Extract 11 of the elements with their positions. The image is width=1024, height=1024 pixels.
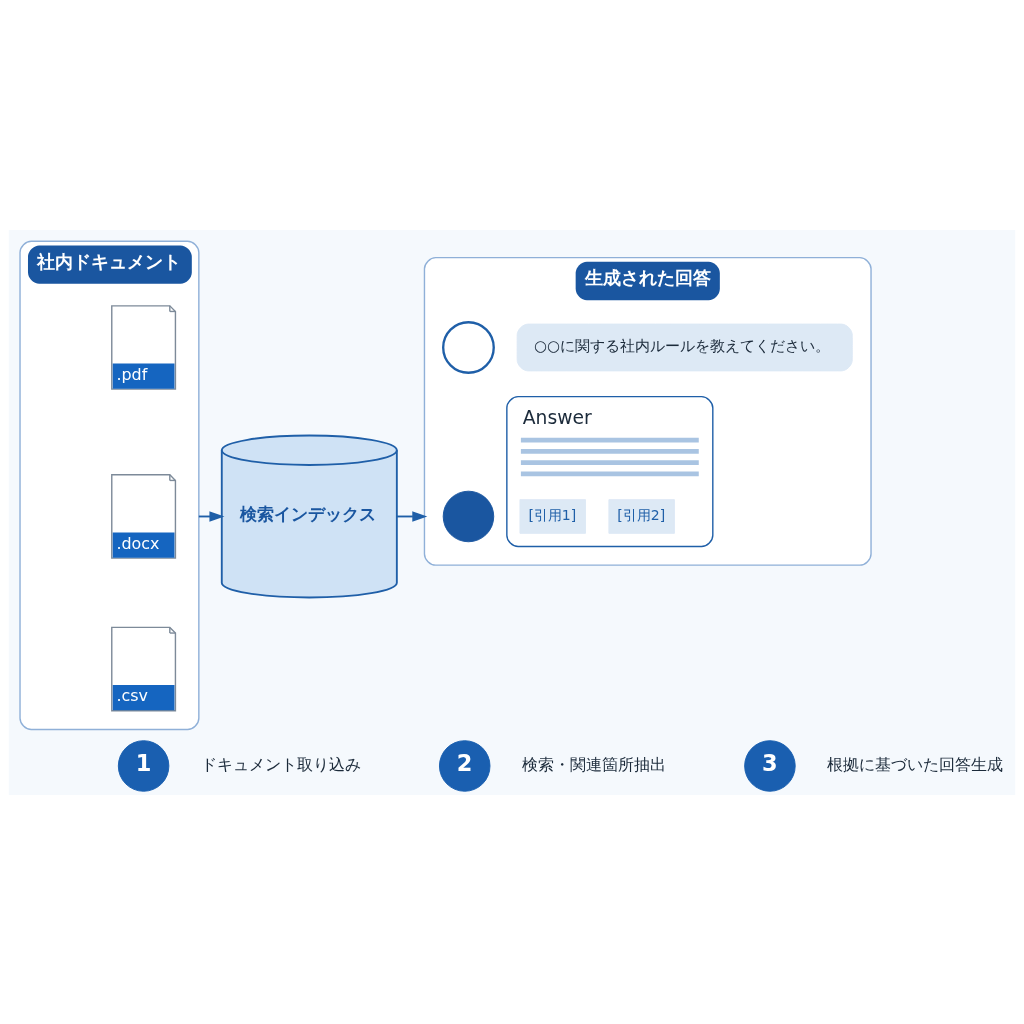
node-box: [引用1] <box>519 498 586 534</box>
node-box: [引用2] <box>608 498 675 534</box>
node-label: 根拠に基づいた回答生成 <box>827 754 1004 774</box>
node-circle: 3 <box>744 739 796 792</box>
node-person <box>442 320 495 374</box>
node-box: ○○に関する社内ルールを教えてください。 <box>516 323 853 371</box>
node-circle <box>442 490 495 542</box>
node-circle: 2 <box>438 739 491 792</box>
node-label: 検索・関連箇所抽出 <box>521 754 666 774</box>
node-circle: 1 <box>117 739 170 792</box>
node-label: ドキュメント取り込み <box>201 754 362 774</box>
